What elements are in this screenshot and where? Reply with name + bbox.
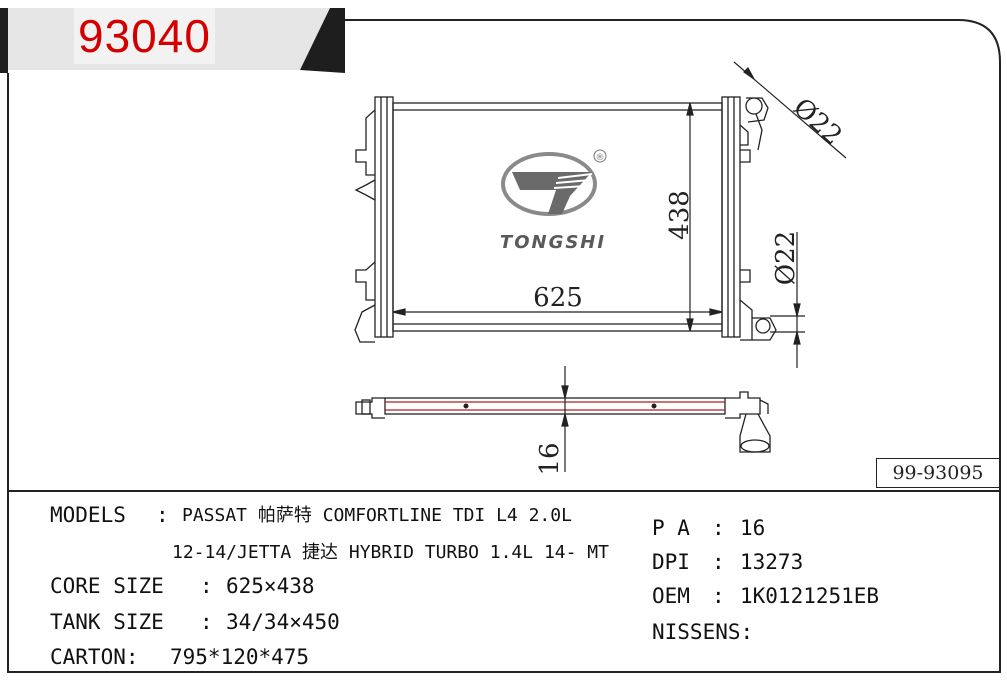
registered-mark: ® — [596, 153, 605, 163]
height-dimension-label: 438 — [665, 190, 695, 240]
tongshi-logo: ® TONGSHI — [500, 149, 607, 253]
dpi-label: DPI — [652, 550, 690, 574]
tank-size-value: 34/34×450 — [226, 610, 340, 634]
models-line-2: 12-14/JETTA 捷达 HYBRID TURBO 1.4L 14- MT — [172, 542, 609, 563]
reference-code: 99-93095 — [876, 458, 1000, 488]
models-separator: : — [156, 503, 169, 527]
pa-value: 16 — [740, 516, 766, 540]
models-label: MODELS — [50, 503, 126, 527]
core-size-separator: : — [200, 574, 213, 598]
oem-label: OEM — [652, 584, 690, 608]
dpi-value: 13273 — [740, 550, 804, 574]
thickness-dimension-label: 16 — [535, 442, 565, 475]
models-line-1: PASSAT 帕萨特 COMFORTLINE TDI L4 2.0L — [182, 505, 572, 526]
inlet-diameter-label: Ø22 — [787, 93, 848, 152]
carton-label: CARTON: — [50, 645, 139, 669]
width-dimension-label: 625 — [533, 283, 583, 313]
oem-separator: : — [712, 584, 725, 608]
tank-size-separator: : — [200, 610, 213, 634]
logo-brand-text: TONGSHI — [500, 232, 606, 253]
carton-value: 795*120*475 — [170, 645, 310, 669]
side-view-dots — [463, 403, 657, 409]
tank-size-label: TANK SIZE — [50, 610, 164, 634]
core-size-label: CORE SIZE — [50, 574, 164, 598]
pa-label: P A — [652, 516, 690, 540]
nissens-label: NISSENS: — [652, 620, 754, 644]
pa-separator: : — [712, 516, 725, 540]
dimension-lines-side — [561, 366, 569, 472]
radiator-side-view — [355, 391, 771, 453]
oem-value: 1K0121251EB — [740, 584, 880, 608]
sheet-border — [7, 19, 1001, 673]
dimension-lines-front — [392, 61, 847, 368]
radiator-front-view — [354, 96, 777, 343]
core-size-value: 625×438 — [226, 574, 315, 598]
dpi-separator: : — [712, 550, 725, 574]
part-number: 93040 — [74, 8, 215, 64]
outlet-diameter-label: Ø22 — [771, 231, 801, 285]
